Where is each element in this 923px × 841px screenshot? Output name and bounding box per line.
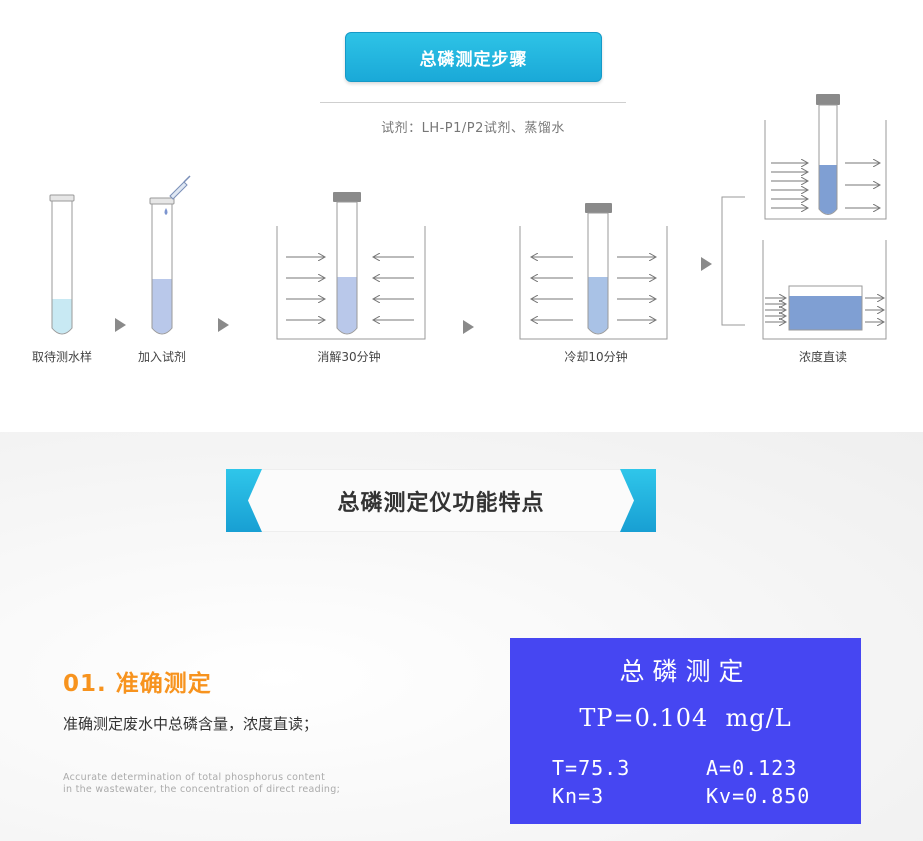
lcd-t-value: T=75.3 bbox=[552, 756, 631, 780]
lcd-a-value: A=0.123 bbox=[706, 756, 798, 780]
reagent-tube-icon bbox=[149, 175, 191, 335]
steps-title-button: 总磷测定步骤 bbox=[345, 32, 602, 82]
features-banner-title: 总磷测定仪功能特点 bbox=[337, 490, 545, 516]
feature-english-text: Accurate determination of total phosphor… bbox=[63, 772, 393, 796]
features-banner: 总磷测定仪功能特点 bbox=[226, 469, 656, 532]
step-label-cooling: 冷却10分钟 bbox=[564, 350, 628, 364]
cooling-bath-icon bbox=[519, 203, 668, 340]
title-divider bbox=[320, 102, 626, 103]
lcd-title: 总磷测定 bbox=[619, 657, 752, 686]
feature-english-line-1: Accurate determination of total phosphor… bbox=[63, 772, 326, 783]
feature-description: 准确测定废水中总磷含量，浓度直读； bbox=[63, 715, 319, 733]
steps-section: 总磷测定步骤 试剂：LH-P1/P2试剂、蒸馏水 bbox=[31, 32, 887, 364]
banner-frame-icon bbox=[226, 469, 656, 532]
step-label-reagent: 加入试剂 bbox=[137, 350, 187, 364]
bracket-icon bbox=[721, 196, 745, 326]
lcd-display: 总磷测定 TP=0.104 mg/L T=75.3 A=0.123 Kn=3 K… bbox=[510, 638, 861, 824]
step-label-digestion: 消解30分钟 bbox=[317, 350, 381, 364]
lcd-kn-value: Kn=3 bbox=[552, 784, 605, 808]
feature-english-line-2: in the wastewater, the concentration of … bbox=[63, 784, 341, 795]
reagent-text: 试剂：LH-P1/P2试剂、蒸馏水 bbox=[381, 121, 565, 136]
step-arrow-icon bbox=[115, 318, 126, 332]
step-label-reading: 浓度直读 bbox=[798, 350, 848, 364]
lcd-kv-value: Kv=0.850 bbox=[706, 784, 811, 808]
step-arrow-icon bbox=[463, 320, 474, 334]
features-section: 总磷测定仪功能特点 01. 准确测定 准确测定废水中总磷含量，浓度直读； Acc… bbox=[0, 432, 923, 841]
feature-title: 01. 准确测定 bbox=[63, 671, 212, 697]
digestion-bath-icon bbox=[276, 192, 426, 340]
step-arrow-icon bbox=[218, 318, 229, 332]
step-arrow-icon bbox=[701, 257, 712, 271]
steps-illustration bbox=[49, 94, 887, 340]
cuvette-reading-icon bbox=[762, 240, 887, 340]
tube-reading-icon bbox=[764, 94, 887, 220]
sample-tube-icon bbox=[49, 194, 75, 335]
step-label-sample: 取待测水样 bbox=[31, 350, 93, 364]
lcd-tp-reading: TP=0.104 mg/L bbox=[579, 704, 792, 732]
